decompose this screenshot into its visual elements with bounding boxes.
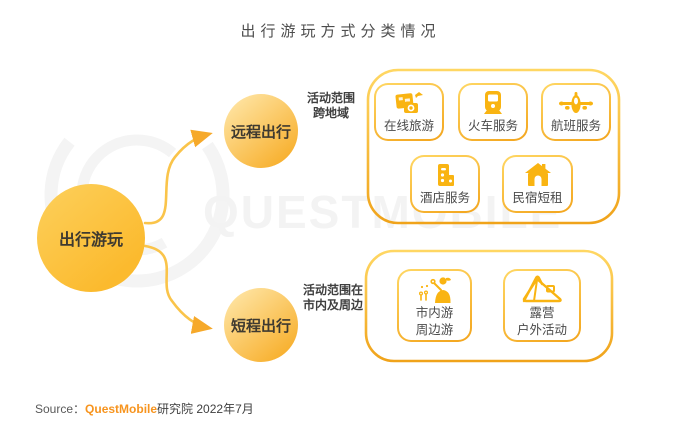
item-card-train-service: 火车服务 (458, 83, 528, 141)
remote-group-box (366, 68, 621, 225)
source-note: Source：QuestMobile研究院 2022年7月 (35, 400, 254, 417)
item-label: 航班服务 (550, 119, 601, 133)
item-label-line2: 户外活动 (516, 322, 567, 337)
item-label-line2: 周边游 (415, 322, 454, 337)
item-card-homestay-rental: 民宿短租 (502, 155, 573, 213)
item-label: 在线旅游 (383, 119, 434, 133)
short-group-box (364, 249, 614, 363)
arrow-root-to-remote (143, 129, 213, 225)
item-card-flight-service: 航班服务 (541, 83, 611, 141)
plane-icon (559, 92, 593, 113)
item-label: 火车服务 (467, 119, 518, 133)
branch-node-short: 短程出行 (224, 288, 298, 362)
item-label-line1: 露营 (529, 305, 555, 320)
root-node: 出行游玩 (37, 184, 145, 292)
flower-person-icon (418, 276, 451, 303)
annotation-remote-line1: 活动范围 (306, 91, 355, 105)
branch-remote-label: 远程出行 (230, 123, 291, 141)
arrow-root-to-short (143, 244, 213, 334)
item-card-hotel-service: 酒店服务 (410, 155, 480, 213)
item-label-line1: 市内游 (415, 305, 454, 320)
annotation-remote: 活动范围 跨地域 (292, 91, 370, 121)
source-suffix: 研究院 2022年7月 (157, 402, 254, 416)
online-travel-icon (395, 92, 423, 113)
house-icon (524, 163, 551, 186)
root-node-label: 出行游玩 (58, 232, 123, 249)
item-card-city-surrounding-tour: 市内游 周边游 (397, 269, 472, 342)
source-brand: QuestMobile (85, 402, 158, 416)
hotel-icon (438, 164, 454, 186)
item-card-online-travel: 在线旅游 (374, 83, 444, 141)
watermark-text: QUESTMOBILE (203, 186, 563, 238)
annotation-short-line2: 市内及周边 (302, 298, 363, 312)
branch-node-remote: 远程出行 (224, 94, 298, 168)
annotation-remote-line2: 跨地域 (312, 106, 349, 120)
source-prefix: Source： (35, 402, 86, 416)
train-icon (484, 91, 502, 114)
item-card-camping-outdoor: 露营 户外活动 (503, 269, 581, 342)
annotation-short: 活动范围在 市内及周边 (294, 283, 372, 313)
item-label: 民宿短租 (512, 191, 563, 205)
item-label: 酒店服务 (419, 191, 470, 205)
branch-short-label: 短程出行 (230, 317, 291, 335)
annotation-short-line1: 活动范围在 (302, 283, 363, 297)
page-title: 出行游玩方式分类情况 (240, 23, 441, 40)
tent-icon (522, 275, 562, 302)
